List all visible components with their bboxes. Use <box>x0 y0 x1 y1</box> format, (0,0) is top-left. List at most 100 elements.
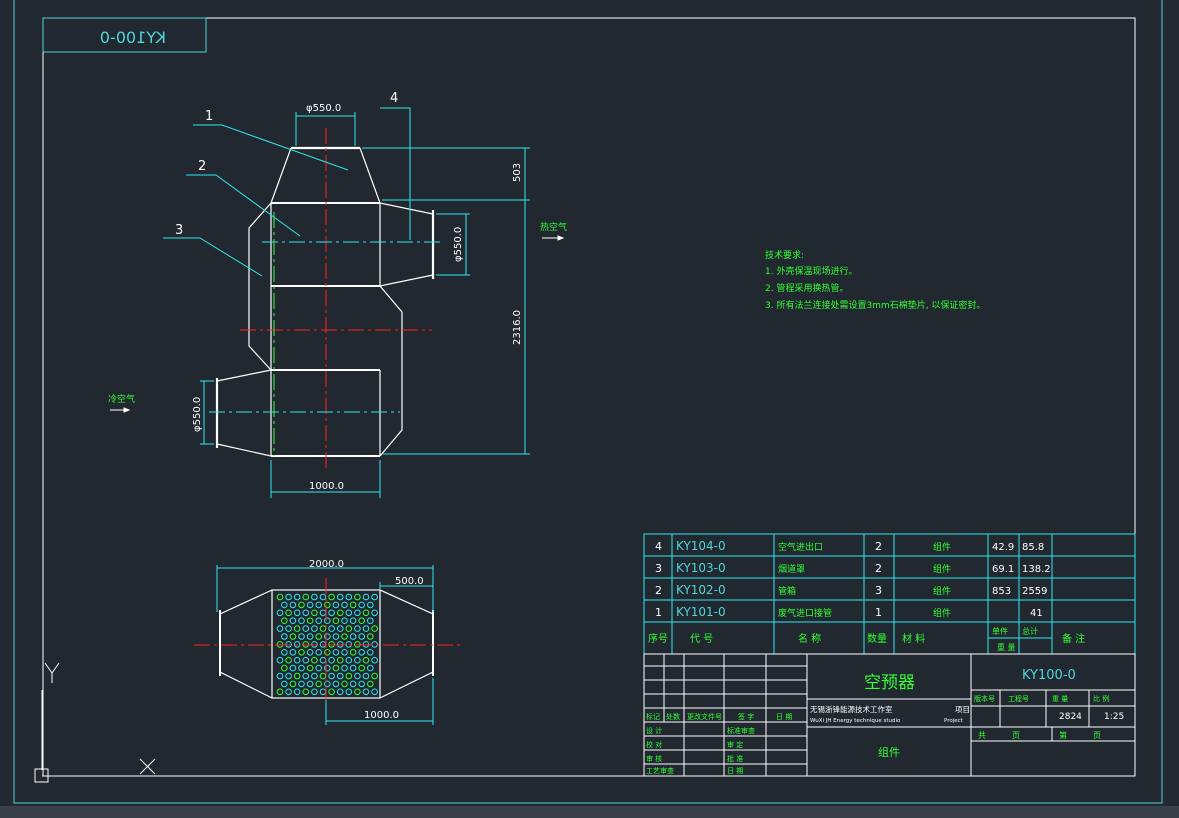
tech-requirements-title: 技术要求: <box>765 249 804 261</box>
tube-circle <box>354 641 361 648</box>
tube-circle <box>302 656 310 664</box>
tube-circle <box>371 625 378 632</box>
tube-circle <box>362 593 370 601</box>
tech-requirement-3: 3. 所有法兰连接处需设置3mm石棉垫片, 以保证密封。 <box>765 299 985 311</box>
tube-circle <box>285 641 292 648</box>
tube-circle <box>354 609 361 617</box>
tube-circle <box>336 609 344 617</box>
title-project-cn: 项目 <box>955 705 970 714</box>
tube-circle <box>293 625 301 632</box>
tube-circle <box>367 680 374 688</box>
tube-circle <box>281 664 288 672</box>
tube-bundle <box>276 593 378 696</box>
title-assembly: 组件 <box>878 745 900 759</box>
part-label-3: 3 <box>175 223 183 238</box>
tube-circle <box>281 633 288 640</box>
bom-cell-material: 组件 <box>933 541 951 553</box>
title-studio-cn: 无锡浙锋能源技术工作室 <box>810 704 893 714</box>
tube-circle <box>311 688 318 696</box>
tube-circle <box>345 688 353 696</box>
title-header-version: 版本号 <box>974 694 995 703</box>
tube-circle <box>362 641 370 648</box>
tube-circle <box>289 633 297 640</box>
tube-circle <box>332 664 340 672</box>
tube-circle <box>311 625 318 632</box>
tube-circle <box>298 617 305 625</box>
tube-circle <box>336 672 344 680</box>
rev-header-count: 处数 <box>666 712 680 721</box>
plan-view <box>219 589 434 699</box>
bom-cell-seq: 2 <box>655 584 662 597</box>
tube-circle <box>349 680 357 688</box>
tube-circle <box>328 656 335 664</box>
tube-circle <box>358 617 366 625</box>
sign-right-date: 日 期 <box>727 767 743 775</box>
tube-circle <box>306 680 314 688</box>
tube-circle <box>324 680 331 688</box>
tube-circle <box>349 601 357 609</box>
bom-cell-qty: 1 <box>875 606 882 619</box>
tube-circle <box>332 633 340 640</box>
tube-circle <box>332 601 340 609</box>
bom-header-name: 名 称 <box>798 632 821 645</box>
tube-circle <box>349 633 357 640</box>
dim-side-inlet-diameter: φ550.0 <box>192 397 203 432</box>
tube-circle <box>276 625 284 632</box>
dim-plan-hood-width: 500.0 <box>395 576 424 587</box>
bom-cell-unit_weight: 69.1 <box>992 564 1014 575</box>
tube-circle <box>311 672 318 680</box>
tube-circle <box>293 593 301 601</box>
tube-circle <box>362 625 370 632</box>
tube-circle <box>285 609 292 617</box>
tube-circle <box>315 633 323 640</box>
dim-top-diameter: φ550.0 <box>306 103 341 114</box>
drawing-frame <box>13 0 1163 804</box>
tube-circle <box>285 593 292 601</box>
tube-circle <box>336 656 344 664</box>
tube-circle <box>336 688 344 696</box>
tube-circle <box>289 664 297 672</box>
title-product-name: 空预器 <box>864 673 915 693</box>
part-label-4: 4 <box>390 91 398 106</box>
tube-circle <box>354 688 361 696</box>
front-centerlines <box>209 128 443 472</box>
tube-circle <box>324 617 331 625</box>
bom-cell-seq: 1 <box>655 606 662 619</box>
bom-cell-unit_weight: 853 <box>992 586 1011 597</box>
tube-circle <box>345 672 353 680</box>
tube-circle <box>324 601 331 609</box>
bom-cell-qty: 3 <box>875 584 882 597</box>
tube-circle <box>298 664 305 672</box>
tube-circle <box>281 601 288 609</box>
tube-circle <box>367 649 374 656</box>
title-weight-value: 2824 <box>1059 712 1082 722</box>
tube-circle <box>367 601 374 609</box>
tube-circle <box>362 609 370 617</box>
plan-dimensions <box>216 565 434 725</box>
tube-circle <box>302 609 310 617</box>
tube-circle <box>362 672 370 680</box>
tube-circle <box>371 672 378 680</box>
title-header-weight: 重 量 <box>1052 695 1068 703</box>
flow-arrow-cold-air <box>110 407 131 413</box>
tube-circle <box>306 617 314 625</box>
title-sheet-no-unit: 页 <box>1093 731 1101 740</box>
bom-header-weight: 重 量 <box>997 642 1016 652</box>
tube-circle <box>341 633 348 640</box>
tube-circle <box>371 641 378 648</box>
dim-plan-body-width: 1000.0 <box>364 710 399 721</box>
bom-header-material: 材 料 <box>902 632 925 645</box>
bom-cell-code: KY102-0 <box>676 583 726 597</box>
tube-circle <box>324 649 331 656</box>
bom-cell-unit_weight: 42.9 <box>992 542 1014 553</box>
tube-circle <box>289 601 297 609</box>
bom-cell-name: 废气进口接管 <box>778 607 832 619</box>
bom-cell-code: KY104-0 <box>676 539 726 553</box>
tube-circle <box>298 649 305 656</box>
dim-side-outlet-diameter: φ550.0 <box>453 227 464 262</box>
tube-circle <box>328 672 335 680</box>
title-header-project-no: 工程号 <box>1008 694 1029 703</box>
tube-circle <box>306 664 314 672</box>
